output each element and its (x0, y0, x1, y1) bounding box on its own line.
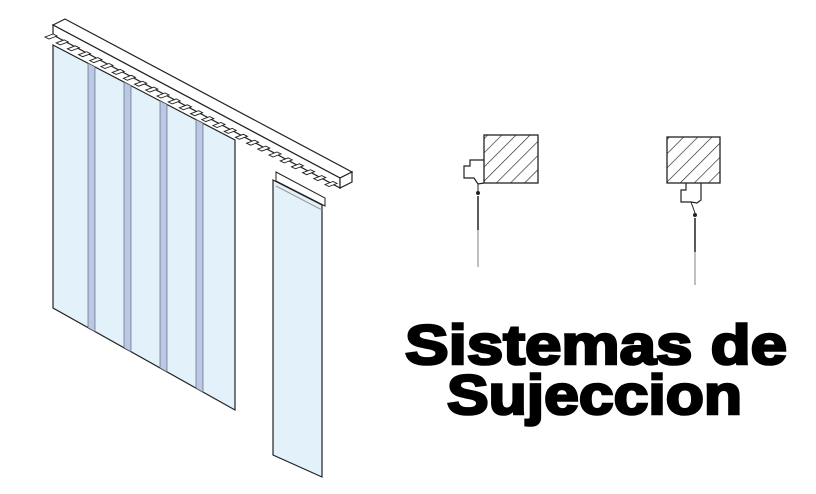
rail-hook (245, 139, 260, 146)
rail-hook (133, 80, 148, 87)
title-line-2: Sujeccion (447, 363, 742, 426)
rail-hook (211, 122, 227, 128)
rail-hook (55, 39, 70, 46)
rail-hook (111, 68, 126, 75)
single-strip-panel (272, 171, 326, 478)
rail-hook (122, 74, 137, 81)
panel-overlap (159, 100, 168, 373)
title-line-1: Sistemas de (405, 313, 787, 376)
rail-hook (267, 151, 283, 158)
rail-hook (88, 57, 103, 64)
rail-hook (144, 86, 159, 93)
panel-overlap (123, 81, 132, 353)
rail-hook (301, 169, 316, 176)
rail-hook (223, 127, 238, 134)
panel-overlap (195, 119, 204, 393)
rail-hook (178, 104, 193, 111)
rail-hook (77, 51, 92, 58)
rail-hook (323, 181, 339, 187)
strip-curtain-panels (52, 44, 236, 412)
rail-hook (312, 175, 327, 182)
rail-hook (189, 110, 204, 117)
mounting-rail (43, 18, 354, 189)
panel-overlap (87, 62, 96, 333)
rail-hook (200, 116, 215, 123)
rail-hook (99, 63, 115, 69)
rail-hook (155, 92, 171, 99)
ceiling-mount-section (666, 136, 721, 285)
rail-hook (167, 98, 182, 105)
wall-mount-section (463, 134, 539, 267)
rail-hook (279, 157, 294, 164)
rail-hook (43, 33, 59, 40)
rail-hook (290, 163, 305, 170)
rail-hook (234, 133, 249, 140)
rail-hook (256, 145, 271, 152)
rail-hook (66, 45, 81, 52)
